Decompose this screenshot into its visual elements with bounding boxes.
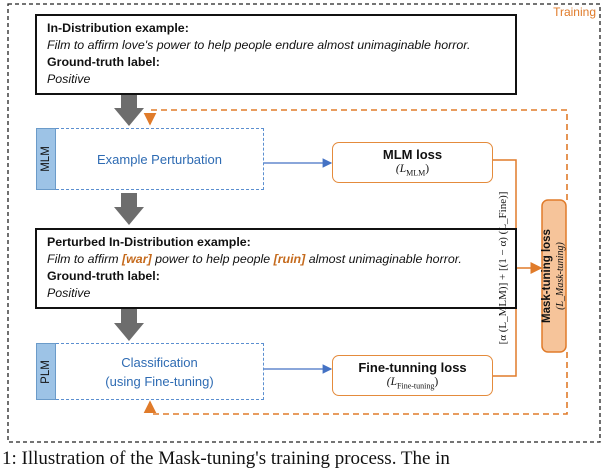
example-perturbation-label: Example Perturbation: [96, 151, 222, 167]
finetune-loss-title: Fine-tunning loss: [358, 360, 467, 375]
gray-arrow-3: [114, 309, 144, 341]
finetune-loss-symbol-sub: Fine-tuning: [397, 381, 435, 391]
mask-tuning-loss-box: [541, 199, 567, 353]
mlm-loss-title: MLM loss: [382, 147, 443, 162]
mlm-loss-symbol-sub: MLM: [406, 168, 426, 178]
feedback-loop-bottom: [143, 352, 568, 415]
in-example-gt-value: Positive: [47, 72, 91, 86]
training-frame: [7, 3, 601, 443]
in-example-title: In-Distribution example:: [47, 21, 189, 35]
mask-tuning-loss-symbol: (L_Mask-tuning): [555, 242, 566, 310]
gray-arrow-2: [114, 193, 144, 225]
masked-token-ruin: [ruin]: [273, 252, 306, 266]
finetune-loss-symbol: (LFine-tuning): [333, 376, 492, 390]
mlm-tag-label: MLM: [40, 146, 52, 172]
mlm-loss-symbol-main: (L: [395, 163, 407, 175]
classification-label: Classification (using Fine-tuning): [105, 353, 213, 391]
perturbed-example-box: Perturbed In-Distribution example: Film …: [35, 228, 517, 309]
mlm-tag: MLM: [36, 128, 56, 190]
in-distribution-example-box: In-Distribution example: Film to affirm …: [35, 14, 517, 95]
feedback-loop-top: [143, 109, 568, 200]
mask-tuning-loss-label: Mask-tuning loss (L_Mask-tuning): [541, 229, 567, 323]
gray-arrow-1: [114, 95, 144, 126]
in-example-sentence: Film to affirm love's power to help peop…: [47, 38, 471, 52]
finetune-loss-symbol-close: ): [434, 376, 439, 388]
perturbed-example-title: Perturbed In-Distribution example:: [47, 235, 251, 249]
finetune-loss-box: Fine-tunning loss (LFine-tuning): [332, 355, 493, 396]
classification-label-line1: Classification: [121, 354, 198, 370]
plm-tag: PLM: [36, 343, 56, 400]
perturbed-example-sentence: Film to affirm [war] power to help peopl…: [47, 251, 505, 268]
perturbed-sentence-part3: almost unimaginable horror.: [305, 252, 462, 266]
figure-caption: 1: Illustration of the Mask-tuning's tra…: [2, 448, 450, 469]
mlm-loss-symbol-close: ): [425, 163, 430, 175]
mask-tuning-loss-title: Mask-tuning loss: [541, 229, 553, 323]
in-example-gt-title: Ground-truth label:: [47, 55, 160, 69]
classification-box: Classification (using Fine-tuning): [56, 343, 264, 400]
perturbed-sentence-part2: power to help people: [151, 252, 274, 266]
combined-loss-formula: [α (L_MLM)] + [(1 − α) (L_Fine)]: [497, 191, 509, 345]
mlm-loss-box: MLM loss (LMLM): [332, 142, 493, 183]
finetune-loss-symbol-main: (L: [386, 376, 398, 388]
example-perturbation-box: Example Perturbation: [56, 128, 264, 190]
perturbed-sentence-part1: Film to affirm: [47, 252, 123, 266]
perturbed-example-gt-title: Ground-truth label:: [47, 269, 160, 283]
perturbed-example-gt-value: Positive: [47, 286, 91, 300]
masked-token-war: [war]: [122, 252, 152, 266]
classification-label-line2: (using Fine-tuning): [105, 373, 214, 389]
training-label: Training: [553, 5, 596, 19]
plm-tag-label: PLM: [40, 359, 52, 384]
mlm-loss-symbol: (LMLM): [333, 163, 492, 177]
